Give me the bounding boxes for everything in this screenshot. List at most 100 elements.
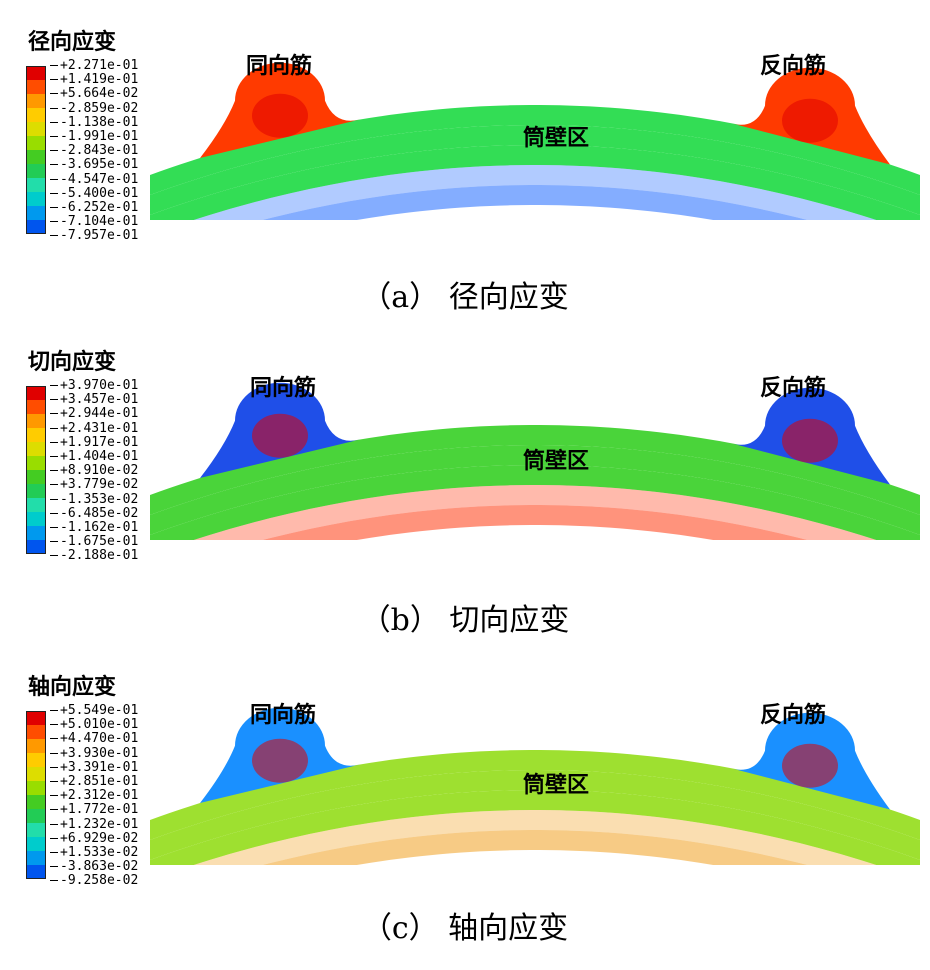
left-rib-core bbox=[252, 738, 308, 783]
right-rib-core bbox=[782, 743, 838, 788]
legend-title: 径向应变 bbox=[28, 30, 117, 55]
left-rib-core bbox=[252, 413, 308, 458]
legend-value: +2.851e-01 bbox=[50, 774, 138, 789]
left-rib-label: 同向筋 bbox=[246, 54, 313, 79]
shell-band bbox=[150, 465, 920, 540]
legend-value: -7.104e-01 bbox=[50, 214, 138, 229]
legend-value: -7.957e-01 bbox=[50, 229, 138, 243]
legend-value: +8.910e-02 bbox=[50, 464, 138, 478]
legend-value: -1.138e-01 bbox=[50, 115, 138, 130]
shell-band bbox=[150, 105, 920, 195]
color-legend bbox=[26, 386, 46, 554]
right-rib-label: 反向筋 bbox=[760, 54, 827, 79]
legend-value: -2.188e-01 bbox=[50, 549, 138, 563]
shell-band bbox=[150, 750, 920, 840]
legend-swatch bbox=[26, 526, 46, 540]
panel-tangential-strain: 切向应变 +3.970e-01+3.457e-01+2.944e-01+2.43… bbox=[0, 320, 930, 640]
legend-value: -1.353e-02 bbox=[50, 492, 138, 507]
legend-swatch bbox=[26, 94, 46, 108]
shell-band bbox=[150, 445, 920, 535]
legend-swatch bbox=[26, 809, 46, 823]
legend-value: +5.010e-01 bbox=[50, 718, 138, 732]
legend-value: +3.930e-01 bbox=[50, 746, 138, 761]
legend-title: 切向应变 bbox=[28, 350, 117, 375]
legend-value: +1.419e-01 bbox=[50, 73, 138, 87]
legend-value: +1.533e-02 bbox=[50, 845, 138, 860]
legend-value: +1.917e-01 bbox=[50, 435, 138, 450]
wall-label: 筒壁区 bbox=[523, 773, 590, 798]
legend-swatch bbox=[26, 80, 46, 94]
legend-value: -2.859e-02 bbox=[50, 101, 138, 116]
legend-value: +3.457e-01 bbox=[50, 393, 138, 407]
left-rib-label: 同向筋 bbox=[250, 703, 317, 728]
legend-swatch bbox=[26, 837, 46, 851]
legend-swatch bbox=[26, 428, 46, 442]
shell-band bbox=[262, 505, 808, 540]
legend-swatch bbox=[26, 823, 46, 837]
strain-contour-plot bbox=[150, 62, 920, 220]
legend-value: +2.271e-01 bbox=[50, 58, 138, 73]
legend-swatch bbox=[26, 767, 46, 781]
legend-values: +3.970e-01+3.457e-01+2.944e-01+2.431e-01… bbox=[50, 378, 138, 563]
legend-swatch bbox=[26, 206, 46, 220]
legend-swatch bbox=[26, 150, 46, 164]
color-legend bbox=[26, 711, 46, 879]
strain-contour-plot bbox=[150, 382, 920, 540]
legend-swatch bbox=[26, 851, 46, 865]
legend-value: +1.772e-01 bbox=[50, 803, 138, 817]
wall-label: 筒壁区 bbox=[523, 449, 590, 474]
strain-contour-plot bbox=[150, 707, 920, 865]
shell-band bbox=[262, 830, 808, 865]
shell-band bbox=[150, 145, 920, 220]
legend-value: -9.258e-02 bbox=[50, 874, 138, 888]
legend-swatch bbox=[26, 164, 46, 178]
shell-band bbox=[150, 790, 920, 865]
left-rib-label: 同向筋 bbox=[250, 376, 317, 401]
legend-swatch bbox=[26, 498, 46, 512]
shell-band bbox=[150, 125, 920, 215]
legend-swatch bbox=[26, 711, 46, 725]
legend-swatch bbox=[26, 470, 46, 484]
legend-values: +2.271e-01+1.419e-01+5.664e-02-2.859e-02… bbox=[50, 58, 138, 243]
color-legend bbox=[26, 66, 46, 234]
legend-swatch bbox=[26, 108, 46, 122]
panel-radial-strain: 径向应变 +2.271e-01+1.419e-01+5.664e-02-2.85… bbox=[0, 0, 930, 320]
legend-value: +1.404e-01 bbox=[50, 449, 138, 464]
legend-swatch bbox=[26, 484, 46, 498]
legend-value: +6.929e-02 bbox=[50, 831, 138, 846]
legend-value: -5.400e-01 bbox=[50, 186, 138, 201]
legend-swatch bbox=[26, 386, 46, 400]
wall-label: 筒壁区 bbox=[523, 126, 590, 151]
caption: （b） 切向应变 bbox=[360, 603, 570, 638]
legend-swatch bbox=[26, 781, 46, 795]
legend-swatch bbox=[26, 220, 46, 234]
legend-value: -6.252e-01 bbox=[50, 200, 138, 215]
right-rib-label: 反向筋 bbox=[760, 376, 827, 401]
legend-swatch bbox=[26, 178, 46, 192]
caption: （a） 径向应变 bbox=[361, 280, 569, 315]
legend-value: +5.664e-02 bbox=[50, 87, 138, 101]
legend-value: -3.863e-02 bbox=[50, 859, 138, 874]
legend-swatch bbox=[26, 795, 46, 809]
legend-swatch bbox=[26, 136, 46, 150]
legend-swatch bbox=[26, 739, 46, 753]
legend-swatch bbox=[26, 725, 46, 739]
shell-band bbox=[262, 185, 808, 220]
legend-swatch bbox=[26, 456, 46, 470]
legend-value: +2.431e-01 bbox=[50, 421, 138, 436]
legend-value: +4.470e-01 bbox=[50, 732, 138, 746]
shell-band bbox=[150, 770, 920, 860]
legend-value: +3.391e-01 bbox=[50, 760, 138, 775]
caption: （c） 轴向应变 bbox=[361, 911, 569, 946]
legend-swatch bbox=[26, 122, 46, 136]
legend-value: -3.695e-01 bbox=[50, 158, 138, 172]
legend-swatch bbox=[26, 66, 46, 80]
right-rib-label: 反向筋 bbox=[760, 703, 827, 728]
right-rib-core bbox=[782, 98, 838, 143]
legend-value: -1.991e-01 bbox=[50, 129, 138, 144]
legend-value: +5.549e-01 bbox=[50, 703, 138, 718]
legend-swatch bbox=[26, 414, 46, 428]
legend-value: -4.547e-01 bbox=[50, 172, 138, 187]
legend-swatch bbox=[26, 753, 46, 767]
legend-swatch bbox=[26, 192, 46, 206]
